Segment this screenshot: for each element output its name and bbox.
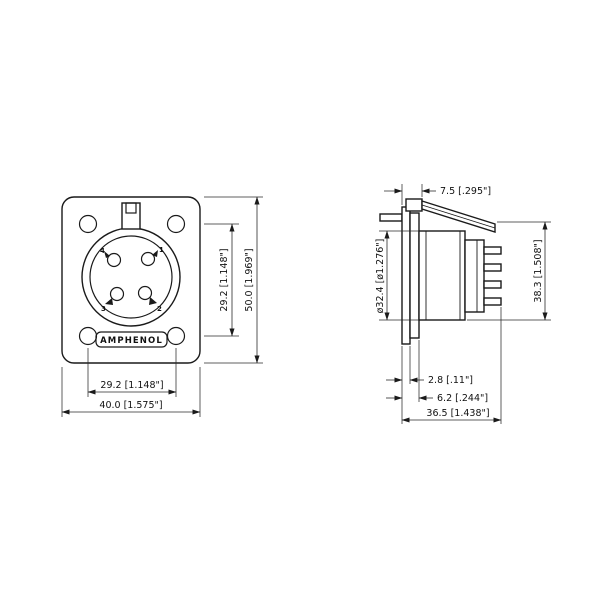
dim-panel-thickness: 2.8 [.11"] (386, 375, 473, 386)
dim-front-projection: 7.5 [.295"] (384, 184, 491, 205)
dim-height-label: 50.0 [1.969"] (244, 248, 255, 311)
pin-2-pointer (149, 297, 157, 305)
dim-pin-span-horizontal: 29.2 [1.148"] (87, 348, 177, 397)
brand-badge (95, 331, 168, 348)
latch-button (125, 202, 137, 214)
dim-barrel-diameter-label: ø32.4 [ø1.276"] (375, 239, 386, 314)
pin-3-label: 3 (101, 305, 106, 313)
terminal (483, 280, 502, 289)
latch-button-side (405, 198, 423, 212)
dim-width-label: 40.0 [1.575"] (99, 400, 162, 411)
pin-2 (137, 285, 153, 301)
dim-overall-height-label: 38.3 [1.508"] (533, 239, 544, 302)
dim-barrel-diameter: ø32.4 [ø1.276"] (375, 230, 419, 321)
pin-3-pointer (105, 298, 113, 305)
side-view: 7.5 [.295"] ø32.4 [ø1.276"] 38.3 [1.508"… (375, 184, 551, 424)
dim-width: 40.0 [1.575"] (61, 367, 201, 417)
pin-4 (106, 252, 122, 268)
terminal (483, 246, 502, 255)
dim-front-projection-label: 7.5 [.295"] (440, 186, 491, 197)
panel-flange (401, 206, 411, 345)
connector-barrel (418, 230, 466, 321)
pin-1 (140, 251, 156, 267)
connector-outer-circle (81, 227, 181, 327)
terminal (483, 263, 502, 272)
front-view: 4 1 3 2 AMPHENOL 29.2 [1.148"] 50.0 [1.9… (61, 196, 263, 417)
pin-1-pointer (152, 250, 158, 257)
rear-flange (409, 212, 420, 339)
pin-4-pointer (104, 251, 110, 258)
dim-pin-span-horizontal-label: 29.2 [1.148"] (100, 380, 163, 391)
mounting-hole (78, 214, 98, 234)
terminal (483, 297, 502, 306)
dim-flange-depth: 6.2 [.244"] (386, 393, 488, 404)
pin-2-label: 2 (157, 305, 162, 313)
brand-label: AMPHENOL (100, 336, 163, 346)
latch-tab (121, 202, 141, 230)
dim-panel-thickness-label: 2.8 [.11"] (428, 375, 473, 386)
dim-overall-height: 38.3 [1.508"] (467, 221, 551, 321)
pin-3 (109, 286, 125, 302)
dim-pin-span-vertical: 29.2 [1.148"] (204, 223, 239, 337)
pin-4-label: 4 (100, 247, 105, 255)
latch-pin (379, 213, 403, 222)
dim-total-depth-label: 36.5 [1.438"] (426, 408, 489, 419)
dim-height: 50.0 [1.969"] (204, 196, 263, 364)
mounting-hole (166, 214, 186, 234)
dim-total-depth: 36.5 [1.438"] (401, 408, 502, 423)
connector-inner-circle (89, 235, 173, 319)
pin-1-label: 1 (159, 246, 164, 254)
dim-pin-span-vertical-label: 29.2 [1.148"] (219, 248, 230, 311)
rear-insert (464, 239, 485, 313)
dim-flange-depth-label: 6.2 [.244"] (437, 393, 488, 404)
